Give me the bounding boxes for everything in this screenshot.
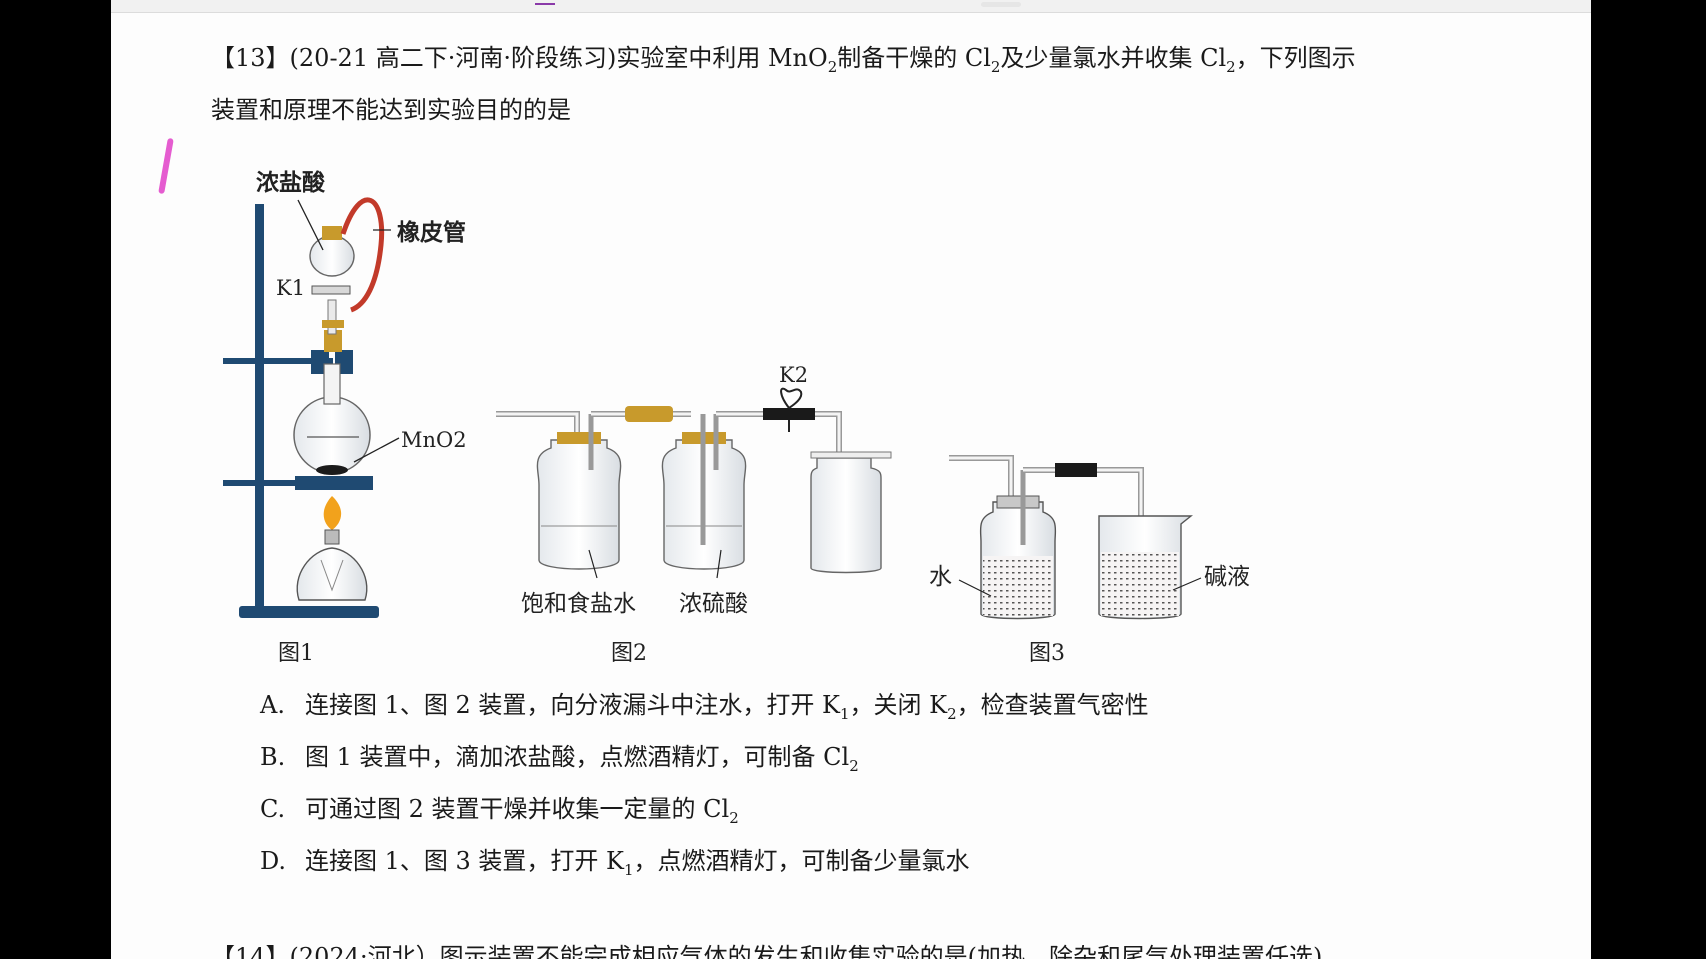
- stopper: [324, 330, 342, 352]
- label-k1: K1: [276, 276, 305, 300]
- stand-rod: [255, 204, 264, 614]
- flame: [323, 496, 342, 530]
- subscript: 2: [827, 57, 838, 76]
- water-bottle-stopper: [996, 495, 1040, 509]
- stem-part: 及少量氯水并收集 Cl: [1000, 44, 1227, 72]
- tube-connector: [1055, 463, 1097, 477]
- round-bottom-flask: [293, 396, 371, 474]
- alcohol-lamp: [296, 547, 368, 601]
- subscript: 2: [990, 57, 1001, 76]
- top-toolbar-strip: [111, 0, 1591, 13]
- figure-1-apparatus: 浓盐酸 橡皮管 K1 MnO2: [223, 170, 467, 618]
- rubber-connector: [625, 406, 673, 422]
- gauze-ring: [295, 476, 373, 490]
- label-k2: K2: [779, 363, 808, 387]
- flask-neck: [323, 363, 341, 405]
- option-label: D.: [260, 847, 287, 875]
- caption-figure-2: 图2: [611, 641, 647, 666]
- wash-bottle-1: [536, 439, 622, 570]
- question-13-line-2: 装置和原理不能达到实验目的的是: [211, 96, 571, 124]
- water-liquid: [983, 556, 1053, 616]
- label-saturated-brine: 饱和食盐水: [521, 591, 636, 617]
- right-black-bar: [1591, 0, 1706, 959]
- label-mno2: MnO2: [401, 428, 467, 452]
- option-text: 可通过图 2 装置干燥并收集一定量的 Cl: [305, 795, 730, 823]
- funnel-cap: [322, 226, 342, 240]
- question-number: 【13】: [211, 44, 290, 72]
- stem-part: 实验室中利用 MnO: [616, 44, 828, 72]
- option-b[interactable]: B. 图 1 装置中，滴加浓盐酸，点燃酒精灯，可制备 Cl2: [260, 740, 859, 783]
- subscript: 2: [849, 756, 859, 775]
- question-13-line-1: 【13】(20-21 高二下·河南·阶段练习)实验室中利用 MnO2制备干燥的 …: [211, 41, 1356, 84]
- caption-figure-3: 图3: [1029, 641, 1065, 666]
- option-text: ，关闭 K: [849, 691, 948, 719]
- label-conc-sulfuric-acid: 浓硫酸: [679, 591, 748, 617]
- stem-part: 制备干燥的 Cl: [837, 44, 991, 72]
- toolbar-underline: [535, 3, 555, 5]
- caption-figure-1: 图1: [278, 641, 314, 666]
- option-text: 连接图 1、图 2 装置，向分液漏斗中注水，打开 K: [305, 691, 840, 719]
- stand-base: [239, 606, 379, 618]
- label-alkali: 碱液: [1204, 564, 1250, 590]
- option-text: ，点燃酒精灯，可制备少量氯水: [633, 847, 970, 875]
- subscript: 2: [729, 808, 739, 827]
- stopcock-k1: [311, 285, 351, 295]
- label-concentrated-hcl: 浓盐酸: [256, 170, 326, 196]
- figure-3-apparatus: 水 碱液: [929, 455, 1250, 620]
- clamp-k2: [763, 408, 815, 420]
- label-water: 水: [929, 564, 952, 590]
- rubber-tube: [340, 197, 385, 313]
- document-page[interactable]: 【13】(20-21 高二下·河南·阶段练习)实验室中利用 MnO2制备干燥的 …: [111, 0, 1591, 959]
- question-14-line-1: 【14】(2024·河北）图示装置不能完成相应气体的发生和收集实验的是(加热、除…: [211, 943, 1323, 959]
- stem-part: ，下列图示: [1235, 44, 1356, 72]
- mno2-solid: [316, 465, 348, 475]
- subscript: 1: [623, 860, 634, 879]
- glass-plate: [810, 451, 892, 459]
- label-rubber-tube: 橡皮管: [397, 219, 466, 246]
- option-label: A.: [260, 691, 285, 719]
- option-text: ，检查装置气密性: [956, 691, 1149, 719]
- option-text: 图 1 装置中，滴加浓盐酸，点燃酒精灯，可制备 Cl: [305, 743, 850, 771]
- collar: [322, 320, 344, 328]
- option-label: B.: [260, 743, 286, 771]
- option-c[interactable]: C. 可通过图 2 装置干燥并收集一定量的 Cl2: [260, 792, 739, 835]
- question-source: (20-21 高二下·河南·阶段练习): [289, 44, 617, 72]
- option-d[interactable]: D. 连接图 1、图 3 装置，打开 K1，点燃酒精灯，可制备少量氯水: [260, 844, 970, 887]
- subscript: 2: [947, 704, 957, 723]
- figure-2-apparatus: K2 饱和食盐水 浓硫酸: [496, 363, 892, 617]
- funnel-stem: [327, 299, 337, 335]
- collecting-bottle: [810, 457, 882, 574]
- subscript: 2: [1226, 57, 1236, 76]
- toolbar-pill: [981, 2, 1021, 7]
- separatory-funnel: [309, 235, 355, 277]
- apparatus-figure: 浓盐酸 橡皮管 K1 MnO2: [223, 170, 1250, 666]
- subscript: 1: [839, 704, 850, 723]
- option-label: C.: [260, 795, 286, 823]
- option-a[interactable]: A. 连接图 1、图 2 装置，向分液漏斗中注水，打开 K1，关闭 K2，检查装置…: [260, 688, 1149, 731]
- option-text: 连接图 1、图 3 装置，打开 K: [305, 847, 624, 875]
- left-black-bar: [0, 0, 111, 959]
- clamp-arm: [223, 358, 333, 364]
- alkali-liquid: [1101, 552, 1179, 616]
- bottle-1-stopper: [557, 432, 601, 444]
